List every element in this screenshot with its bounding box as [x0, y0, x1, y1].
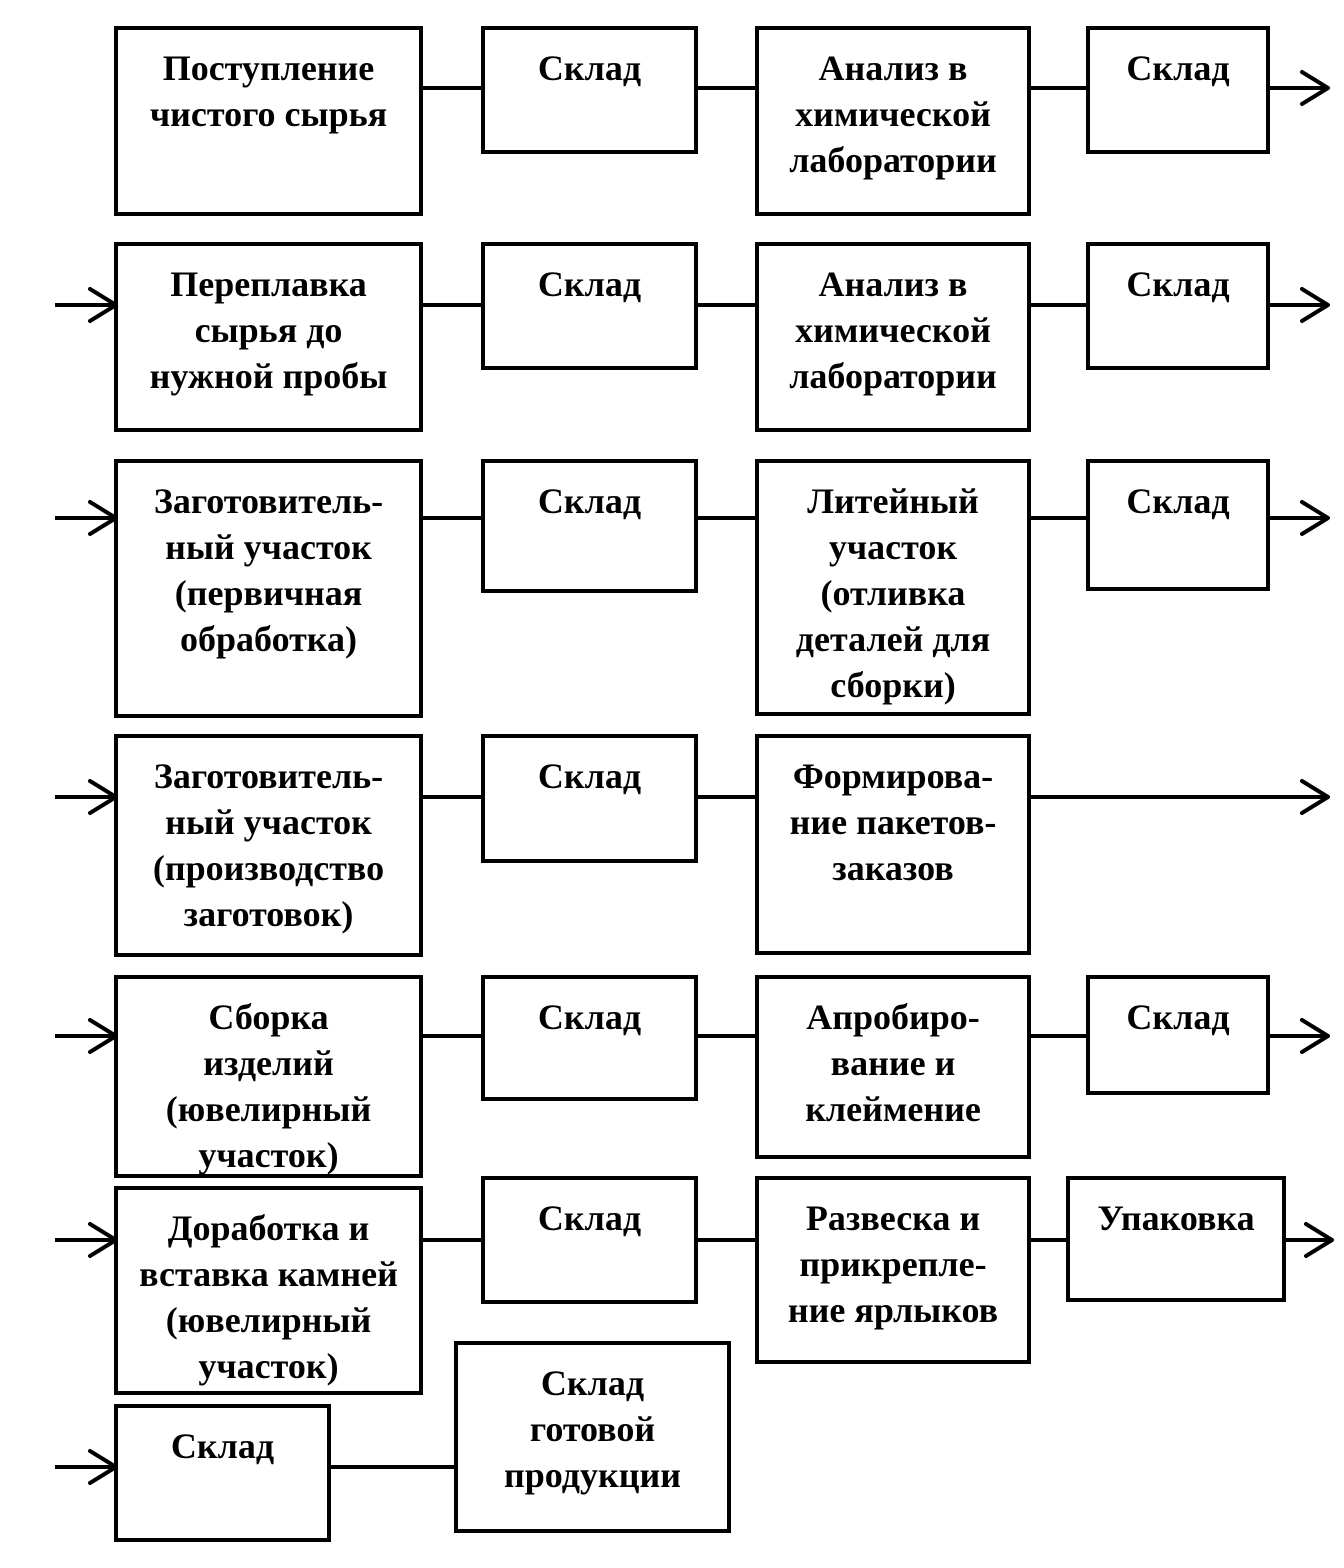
warehouse-label-line: Склад [1126, 264, 1229, 304]
flow-out-arrow [1268, 1018, 1330, 1054]
warehouse-label-line: Склад [171, 1426, 274, 1466]
preparation-blanks-production-label-line: (производство [153, 848, 384, 888]
finished-goods-warehouse-label-line: продукции [504, 1455, 681, 1495]
remelting-box: Переплавка сырья до нужной пробы [114, 242, 423, 432]
order-package-forming-box: Формирова-ние пакетов-заказов [755, 734, 1031, 955]
packaging-box: Упаковка [1066, 1176, 1286, 1302]
chemical-lab-analysis-label-line: лаборатории [789, 356, 997, 396]
product-assembly-label-line: Сборка [208, 997, 328, 1037]
packaging-label-line: Упаковка [1097, 1198, 1254, 1238]
casting-section-label-line: (отливка [821, 573, 966, 613]
stone-setting-box: Доработка и вставка камней (ювелирный участ… [114, 1186, 423, 1395]
raw-material-intake-box: Поступление чистого сырья [114, 26, 423, 216]
warehouse-label-line: Склад [538, 481, 641, 521]
stone-setting-label-line: Доработка и [168, 1208, 369, 1248]
preparation-primary-processing-label-line: (первичная [175, 573, 362, 613]
flow-out-arrow [1268, 287, 1330, 323]
preparation-primary-processing-label-line: Заготовитель- [154, 481, 383, 521]
remelting-label-line: нужной пробы [150, 356, 388, 396]
product-assembly-box: Сборка изделий (ювелирный участок) [114, 975, 423, 1178]
warehouse-box: Склад [1086, 242, 1270, 370]
preparation-blanks-production-label-line: заготовок) [184, 894, 354, 934]
raw-material-intake-label-line: Поступление [163, 48, 375, 88]
warehouse-box: Склад [114, 1404, 331, 1542]
flow-in-arrow [55, 779, 118, 815]
order-package-forming-label-line: Формирова- [793, 756, 993, 796]
flow-in-arrow [55, 1449, 118, 1485]
warehouse-box: Склад [1086, 459, 1270, 591]
finished-goods-warehouse-label-line: готовой [530, 1409, 655, 1449]
warehouse-label-line: Склад [538, 997, 641, 1037]
casting-section-label-line: Литейный [807, 481, 979, 521]
chemical-lab-analysis-label-line: лаборатории [789, 140, 997, 180]
warehouse-box: Склад [481, 26, 698, 154]
flow-out-arrow [1268, 70, 1330, 106]
flow-out-arrow [1029, 779, 1330, 815]
assaying-and-hallmarking-label-line: Апробиро- [806, 997, 980, 1037]
warehouse-box: Склад [481, 1176, 698, 1304]
preparation-blanks-production-label-line: ный участок [165, 802, 372, 842]
stone-setting-label-line: (ювелирный [166, 1300, 371, 1340]
warehouse-box: Склад [481, 242, 698, 370]
preparation-primary-processing-label-line: обработка) [180, 619, 357, 659]
warehouse-box: Склад [1086, 975, 1270, 1095]
chemical-lab-analysis-label-line: Анализ в [819, 48, 968, 88]
weighing-and-labeling-label-line: ние ярлыков [788, 1290, 998, 1330]
warehouse-label-line: Склад [538, 264, 641, 304]
casting-section-label-line: деталей для [796, 619, 990, 659]
chemical-lab-analysis-label-line: химической [795, 94, 991, 134]
chemical-lab-analysis-label-line: химической [795, 310, 991, 350]
flow-out-arrow [1268, 500, 1330, 536]
assaying-and-hallmarking-box: Апробиро-вание и клеймение [755, 975, 1031, 1159]
warehouse-box: Склад [481, 734, 698, 863]
weighing-and-labeling-label-line: Развеска и [806, 1198, 980, 1238]
warehouse-label-line: Склад [1126, 481, 1229, 521]
preparation-blanks-production-label-line: Заготовитель- [154, 756, 383, 796]
finished-goods-warehouse-label-line: Склад [541, 1363, 644, 1403]
product-assembly-label-line: изделий [203, 1043, 333, 1083]
chemical-lab-analysis-box: Анализ в химической лаборатории [755, 242, 1031, 432]
preparation-primary-processing-box: Заготовитель-ный участок (первичная обрабо… [114, 459, 423, 718]
product-assembly-label-line: (ювелирный [166, 1089, 371, 1129]
warehouse-box: Склад [481, 459, 698, 593]
assaying-and-hallmarking-label-line: клеймение [805, 1089, 981, 1129]
warehouse-label-line: Склад [1126, 48, 1229, 88]
chemical-lab-analysis-label-line: Анализ в [819, 264, 968, 304]
assaying-and-hallmarking-label-line: вание и [831, 1043, 956, 1083]
chemical-lab-analysis-box: Анализ в химической лаборатории [755, 26, 1031, 216]
flow-in-arrow [55, 287, 118, 323]
preparation-primary-processing-label-line: ный участок [165, 527, 372, 567]
casting-section-label-line: сборки) [830, 665, 955, 705]
casting-section-label-line: участок [829, 527, 957, 567]
flow-out-arrow [1284, 1222, 1334, 1258]
warehouse-label-line: Склад [538, 1198, 641, 1238]
casting-section-box: Литейный участок (отливка деталей для сборки… [755, 459, 1031, 716]
stone-setting-label-line: участок) [198, 1346, 338, 1386]
product-assembly-label-line: участок) [198, 1135, 338, 1175]
flow-in-arrow [55, 1018, 118, 1054]
order-package-forming-label-line: ние пакетов- [790, 802, 997, 842]
warehouse-label-line: Склад [538, 48, 641, 88]
warehouse-label-line: Склад [1126, 997, 1229, 1037]
raw-material-intake-label-line: чистого сырья [150, 94, 387, 134]
warehouse-box: Склад [481, 975, 698, 1101]
flow-in-arrow [55, 500, 118, 536]
warehouse-label-line: Склад [538, 756, 641, 796]
weighing-and-labeling-label-line: прикрепле- [799, 1244, 986, 1284]
finished-goods-warehouse-box: Склад готовой продукции [454, 1341, 731, 1533]
warehouse-box: Склад [1086, 26, 1270, 154]
stone-setting-label-line: вставка камней [139, 1254, 398, 1294]
weighing-and-labeling-box: Развеска и прикрепле-ние ярлыков [755, 1176, 1031, 1364]
flow-in-arrow [55, 1222, 118, 1258]
preparation-blanks-production-box: Заготовитель-ный участок (производство заг… [114, 734, 423, 957]
remelting-label-line: Переплавка [170, 264, 367, 304]
order-package-forming-label-line: заказов [832, 848, 953, 888]
remelting-label-line: сырья до [195, 310, 343, 350]
